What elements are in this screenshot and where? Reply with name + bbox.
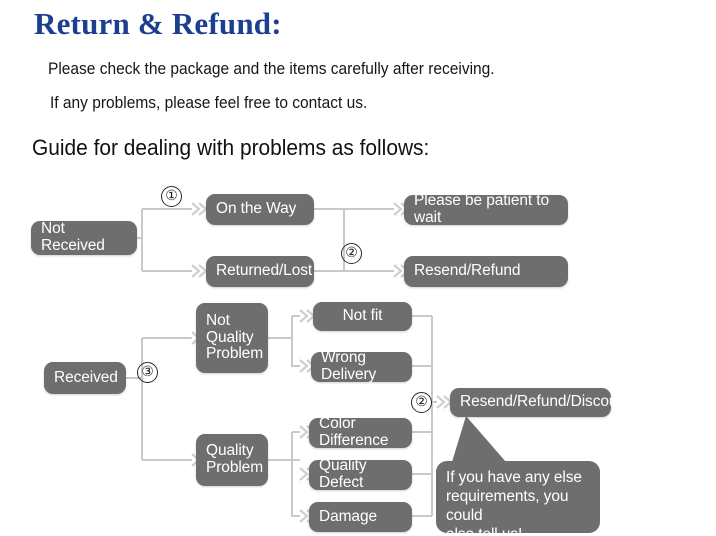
step-marker-2-top: ② [341, 243, 362, 264]
node-not-fit[interactable]: Not fit [313, 302, 412, 331]
guide-heading: Guide for dealing with problems as follo… [32, 135, 430, 160]
node-color-difference[interactable]: Color Difference [309, 415, 412, 449]
instruction-line-1: Please check the package and the items c… [48, 60, 495, 78]
step-marker-3: ③ [137, 362, 158, 383]
instruction-line-2: If any problems, please feel free to con… [50, 94, 368, 112]
speech-bubble-note: If you have any else requirements, you c… [436, 461, 600, 536]
node-on-the-way[interactable]: On the Way [206, 194, 314, 225]
arrowhead-returned-lost [190, 263, 208, 279]
arrowhead-not-fit [298, 308, 316, 324]
page-title: Return & Refund: [34, 6, 282, 41]
node-damage[interactable]: Damage [309, 502, 412, 532]
node-returned-lost[interactable]: Returned/Lost [206, 256, 314, 287]
node-resend-refund[interactable]: Resend/Refund [404, 256, 568, 287]
node-wrong-delivery[interactable]: Wrong Delivery [311, 349, 412, 383]
node-quality-defect[interactable]: Quality Defect [309, 457, 412, 491]
step-marker-1: ① [161, 186, 182, 207]
node-not-quality-problem[interactable]: Not Quality Problem [196, 303, 268, 373]
node-resend-refund-discount[interactable]: Resend/Refund/Discount [450, 388, 630, 417]
step-marker-2-bottom: ② [411, 392, 432, 413]
speech-bubble-tail [452, 416, 506, 462]
node-please-be-patient-to-wait[interactable]: Please be patient to wait [404, 192, 568, 226]
arrowhead-on-the-way [190, 201, 208, 217]
node-not-received[interactable]: Not Received [31, 220, 137, 255]
node-quality-problem[interactable]: Quality Problem [196, 434, 268, 486]
node-received[interactable]: Received [44, 362, 126, 394]
arrowhead-resend-refund-discount [435, 394, 453, 410]
